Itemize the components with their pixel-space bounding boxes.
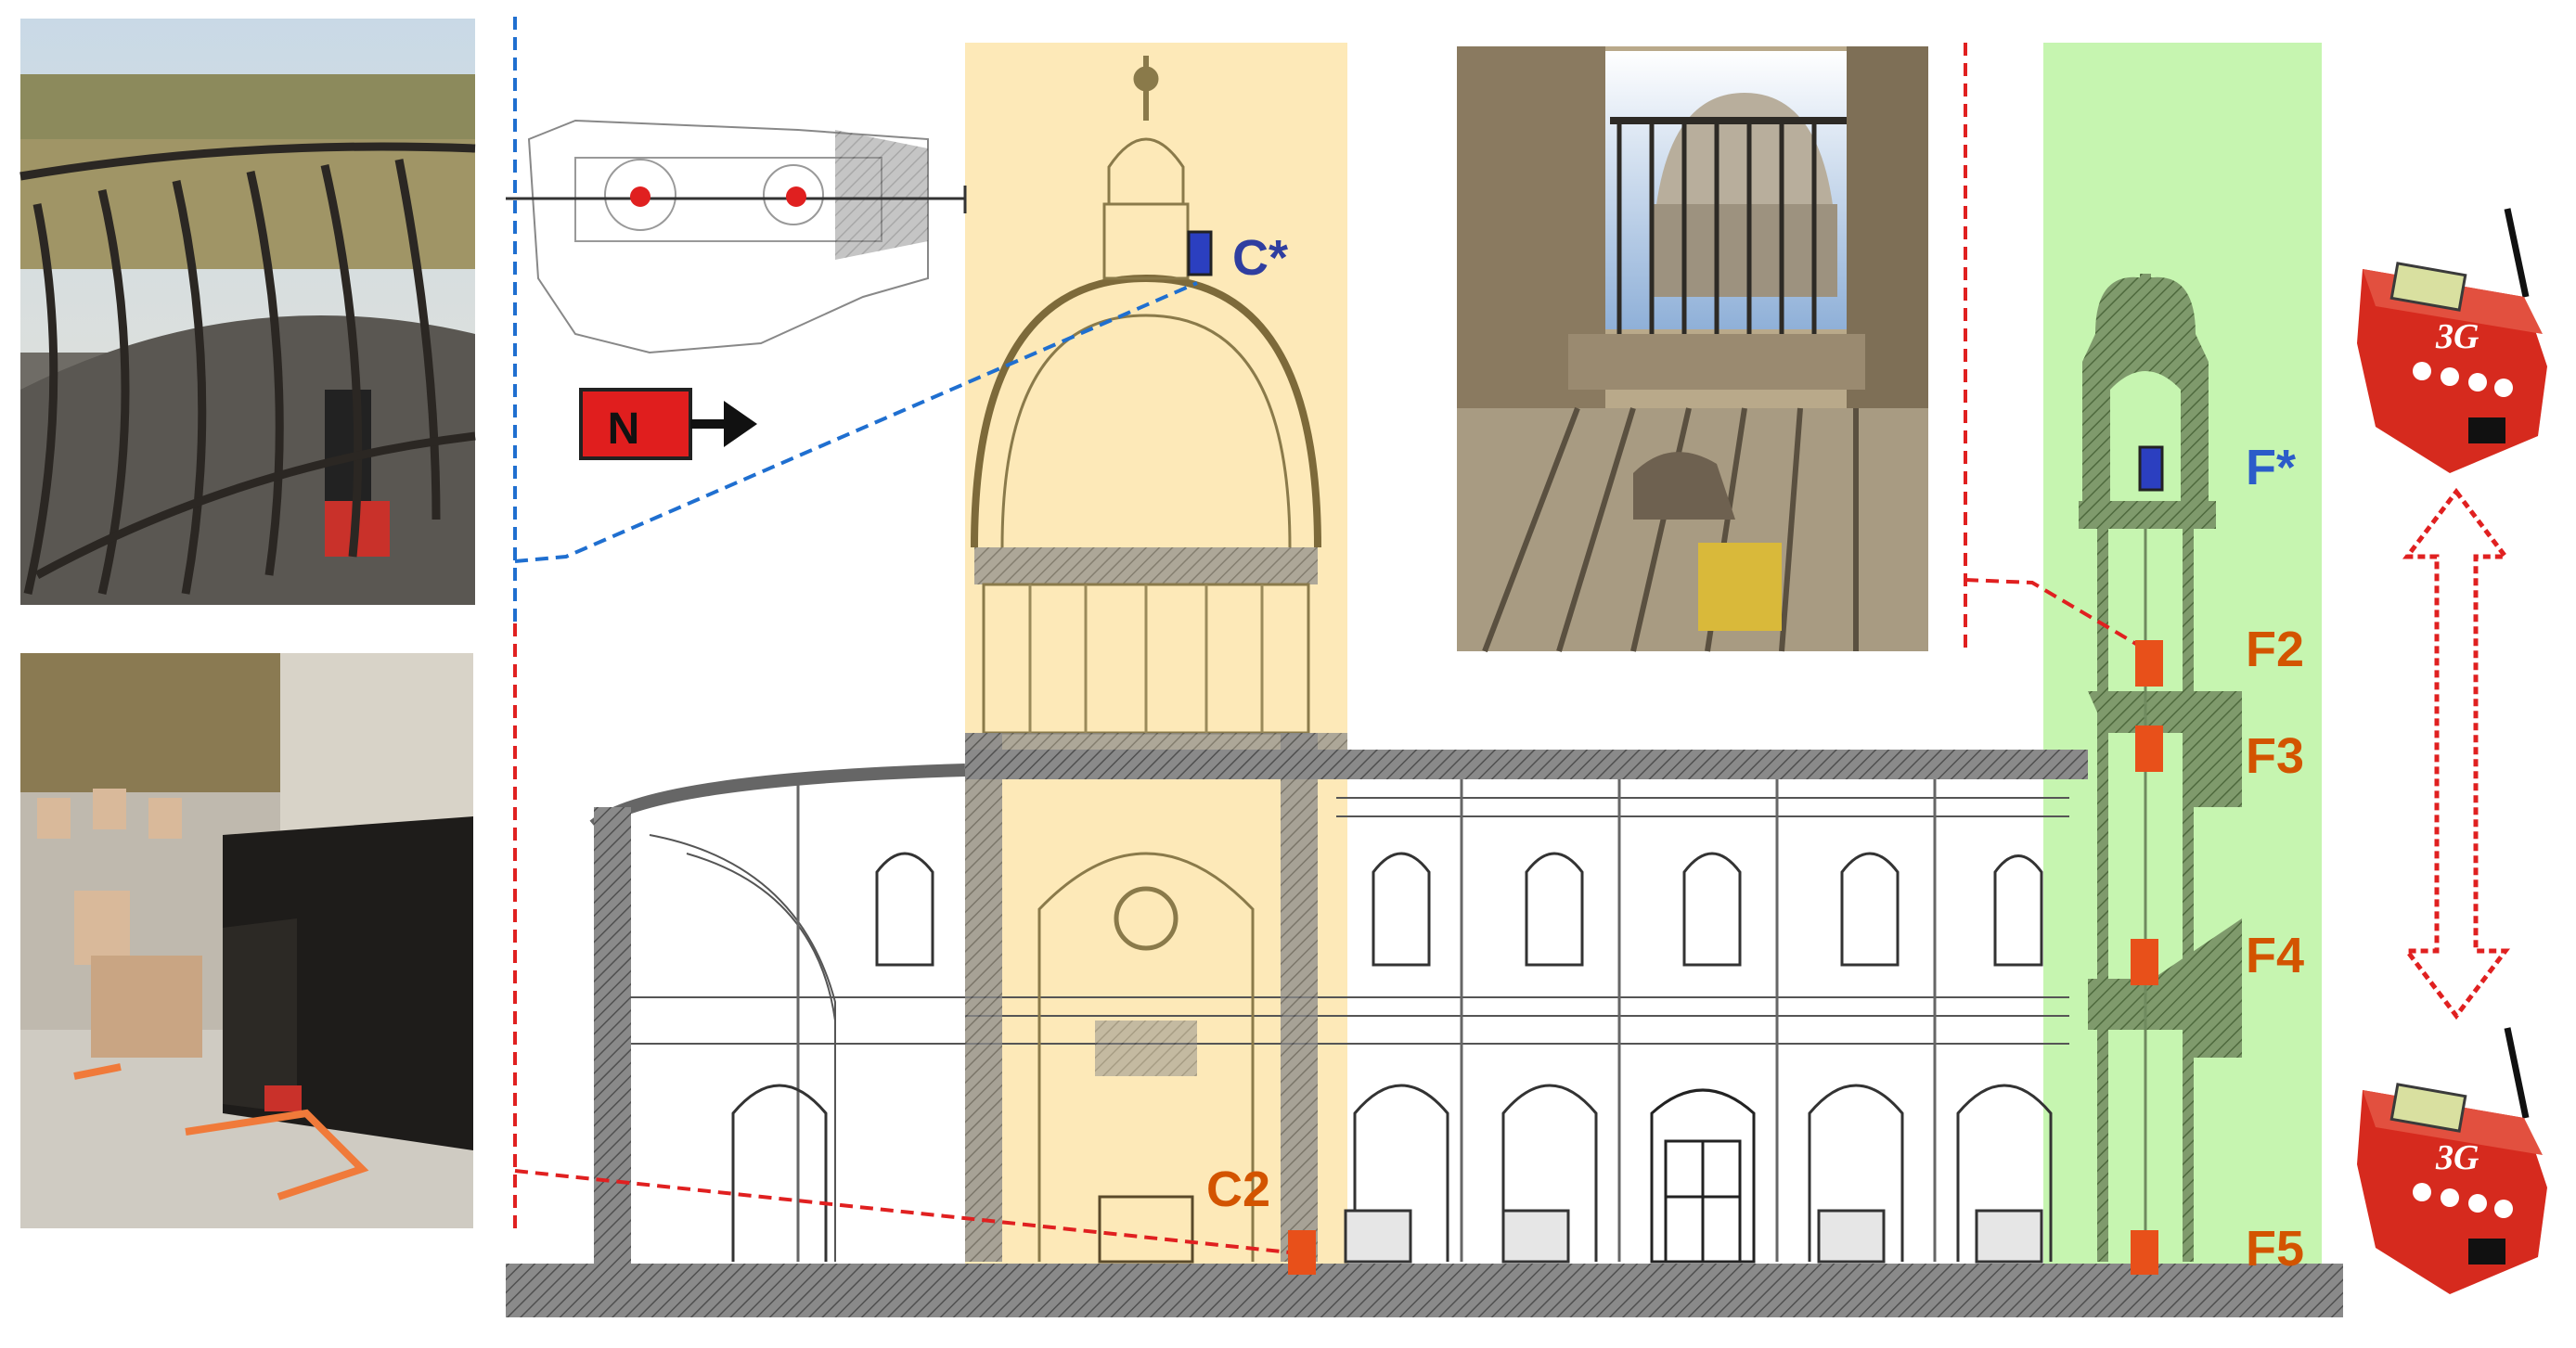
label-f5: F5 bbox=[2246, 1221, 2304, 1277]
north-label: N bbox=[608, 404, 640, 454]
label-f4: F4 bbox=[2246, 928, 2304, 983]
sensor-f5 bbox=[2131, 1230, 2158, 1275]
label-c2: C2 bbox=[1206, 1162, 1270, 1217]
leader-lines bbox=[513, 17, 2147, 1254]
sensor-c-star bbox=[1187, 230, 1213, 276]
label-f2: F2 bbox=[2246, 622, 2304, 677]
seismograph-device-icon bbox=[2357, 208, 2547, 473]
north-arrow bbox=[579, 388, 757, 460]
dome-drawing bbox=[965, 56, 1347, 1264]
device-brand-label: 3G bbox=[2435, 317, 2479, 356]
photo-dome-balcony bbox=[19, 19, 476, 605]
sensor-c2 bbox=[1288, 1230, 1316, 1275]
sensor-f3 bbox=[2135, 725, 2163, 772]
cathedral-plan bbox=[506, 119, 967, 354]
sensor-f-star bbox=[2138, 445, 2164, 492]
label-f3: F3 bbox=[2246, 728, 2304, 784]
bell-tower-drawing bbox=[2079, 274, 2242, 1262]
seismograph-device-icon bbox=[2357, 1027, 2547, 1294]
photo-chapel-floor bbox=[20, 653, 473, 1228]
label-c-star: C* bbox=[1232, 230, 1288, 286]
photo-belfry-interior bbox=[1457, 46, 1928, 653]
label-f-star: F* bbox=[2246, 440, 2296, 495]
double-arrow-icon bbox=[2402, 487, 2511, 1021]
device-brand-label: 3G bbox=[2435, 1138, 2479, 1177]
sensor-f4 bbox=[2131, 939, 2158, 985]
sensor-f2 bbox=[2135, 640, 2163, 687]
